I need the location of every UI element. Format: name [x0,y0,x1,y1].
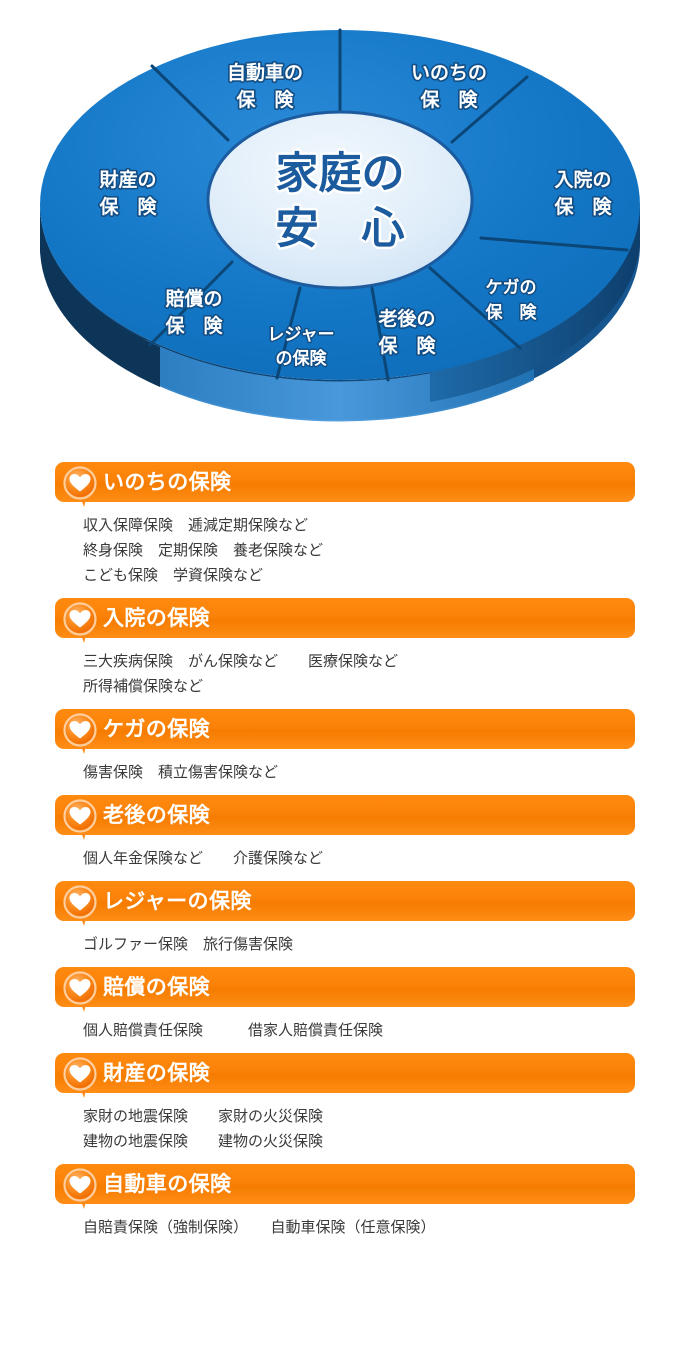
section-body-line: 自賠責保険（強制保険） 自動車保険（任意保険） [83,1218,436,1236]
insurance-category-list: いのちの保険 収入保障保険 逓減定期保険など終身保険 定期保険 養老保険などこど… [0,462,680,1250]
section-body-line: 個人年金保険など 介護保険など [83,849,324,867]
heart-speech-bubble-icon [63,713,97,755]
segment-leisure-line1: レジャー [267,325,334,345]
segment-label-property[interactable]: 財産の 保 険 [97,166,159,219]
heart-speech-bubble-icon [63,602,97,644]
heart-speech-bubble-icon [63,799,97,841]
segment-oldage-line2: 保 険 [377,334,436,357]
segment-label-car[interactable]: 自動車の 保 険 [225,59,304,112]
section-header-bar-oldage[interactable]: 老後の保険 [55,795,635,840]
section-body-line: ゴルファー保険 旅行傷害保険 [83,935,294,953]
section-body-life: 収入保障保険 逓減定期保険など終身保険 定期保険 養老保険などこども保険 学資保… [0,502,680,598]
section-header-bar-injury[interactable]: ケガの保険 [55,709,635,754]
section-body-line: 個人賠償責任保険 借家人賠償責任保険 [83,1021,384,1039]
center-label-line1: 家庭の [276,149,405,199]
section-title-hospital: 入院の保険 [103,605,210,630]
insurance-section-property: 財産の保険 家財の地震保険 家財の火災保険建物の地震保険 建物の火災保険 [0,1053,680,1164]
segment-oldage-line1: 老後の [378,307,435,330]
section-header-bar-leisure[interactable]: レジャーの保険 [55,881,635,926]
segment-car-line1: 自動車の [227,61,303,84]
section-body-leisure: ゴルファー保険 旅行傷害保険 [0,921,680,967]
insurance-section-leisure: レジャーの保険 ゴルファー保険 旅行傷害保険 [0,881,680,967]
segment-liability-line1: 賠償の [164,287,222,310]
section-header-bar-property[interactable]: 財産の保険 [55,1053,635,1098]
segment-life-line1: いのちの [411,62,487,84]
section-body-oldage: 個人年金保険など 介護保険など [0,835,680,881]
segment-property-line2: 保 険 [98,195,157,218]
section-body-line: 終身保険 定期保険 養老保険など [83,541,324,559]
section-body-line: 家財の地震保険 家財の火災保険 [83,1107,324,1125]
segment-label-injury[interactable]: ケガの 保 険 [483,277,539,325]
section-body-injury: 傷害保険 積立傷害保険など [0,749,680,795]
insurance-section-liability: 賠償の保険 個人賠償責任保険 借家人賠償責任保険 [0,967,680,1053]
section-body-line: 三大疾病保険 がん保険など 医療保険など [83,652,399,670]
section-body-liability: 個人賠償責任保険 借家人賠償責任保険 [0,1007,680,1053]
segment-label-life[interactable]: いのちの 保 険 [409,60,488,112]
insurance-section-injury: ケガの保険 傷害保険 積立傷害保険など [0,709,680,795]
heart-speech-bubble-icon [63,1057,97,1099]
section-title-injury: ケガの保険 [103,716,210,741]
segment-injury-line2: 保 険 [485,302,538,323]
segment-label-oldage[interactable]: 老後の 保 険 [376,305,438,358]
heart-speech-bubble-icon [63,466,97,508]
segment-injury-line1: ケガの [486,278,537,298]
section-title-oldage: 老後の保険 [103,802,210,827]
section-header-bar-life[interactable]: いのちの保険 [55,462,635,507]
segment-label-leisure[interactable]: レジャー の保険 [266,324,336,371]
section-title-car: 自動車の保険 [103,1171,232,1196]
section-body-hospital: 三大疾病保険 がん保険など 医療保険など所得補償保険など [0,638,680,709]
segment-hospital-line1: 入院の [554,169,611,191]
section-title-leisure: レジャーの保険 [103,888,252,913]
segment-label-liability[interactable]: 賠償の 保 険 [163,285,225,338]
segment-leisure-line2: の保険 [276,348,328,369]
section-body-property: 家財の地震保険 家財の火災保険建物の地震保険 建物の火災保険 [0,1093,680,1164]
section-body-line: 所得補償保険など [83,677,204,695]
section-title-life: いのちの保険 [103,469,232,494]
section-header-bar-hospital[interactable]: 入院の保険 [55,598,635,643]
section-body-line: 傷害保険 積立傷害保険など [83,763,279,781]
section-body-line: こども保険 学資保険など [83,566,264,584]
insurance-section-hospital: 入院の保険 三大疾病保険 がん保険など 医療保険など所得補償保険など [0,598,680,709]
heart-speech-bubble-icon [63,1168,97,1210]
section-title-property: 財産の保険 [103,1060,210,1085]
insurance-section-life: いのちの保険 収入保障保険 逓減定期保険など終身保険 定期保険 養老保険などこど… [0,462,680,598]
section-body-car: 自賠責保険（強制保険） 自動車保険（任意保険） [0,1204,680,1250]
wheel-dividers [148,28,629,382]
wheel-svg: 家庭の 安 心 いのちの 保 険 入院の 保 険 ケガの 保 険 老後の 保 険… [39,28,640,422]
segment-car-line2: 保 険 [235,88,294,111]
segment-liability-line2: 保 険 [164,314,223,337]
insurance-section-car: 自動車の保険 自賠責保険（強制保険） 自動車保険（任意保険） [0,1164,680,1250]
center-ellipse [206,110,474,290]
segment-life-line2: 保 険 [419,88,478,111]
segment-hospital-line2: 保 険 [553,195,612,218]
section-header-bar-liability[interactable]: 賠償の保険 [55,967,635,1012]
section-body-line: 収入保障保険 逓減定期保険など [83,516,309,534]
insurance-section-oldage: 老後の保険 個人年金保険など 介護保険など [0,795,680,881]
heart-speech-bubble-icon [63,971,97,1013]
section-body-line: 建物の地震保険 建物の火災保険 [83,1132,324,1150]
heart-speech-bubble-icon [63,885,97,927]
segment-label-hospital[interactable]: 入院の 保 険 [552,167,614,219]
section-header-bar-car[interactable]: 自動車の保険 [55,1164,635,1209]
insurance-wheel-diagram: 家庭の 安 心 いのちの 保 険 入院の 保 険 ケガの 保 険 老後の 保 険… [0,0,680,460]
center-label-line2: 安 心 [276,204,405,254]
segment-property-line1: 財産の [99,168,156,191]
section-title-liability: 賠償の保険 [103,974,210,999]
